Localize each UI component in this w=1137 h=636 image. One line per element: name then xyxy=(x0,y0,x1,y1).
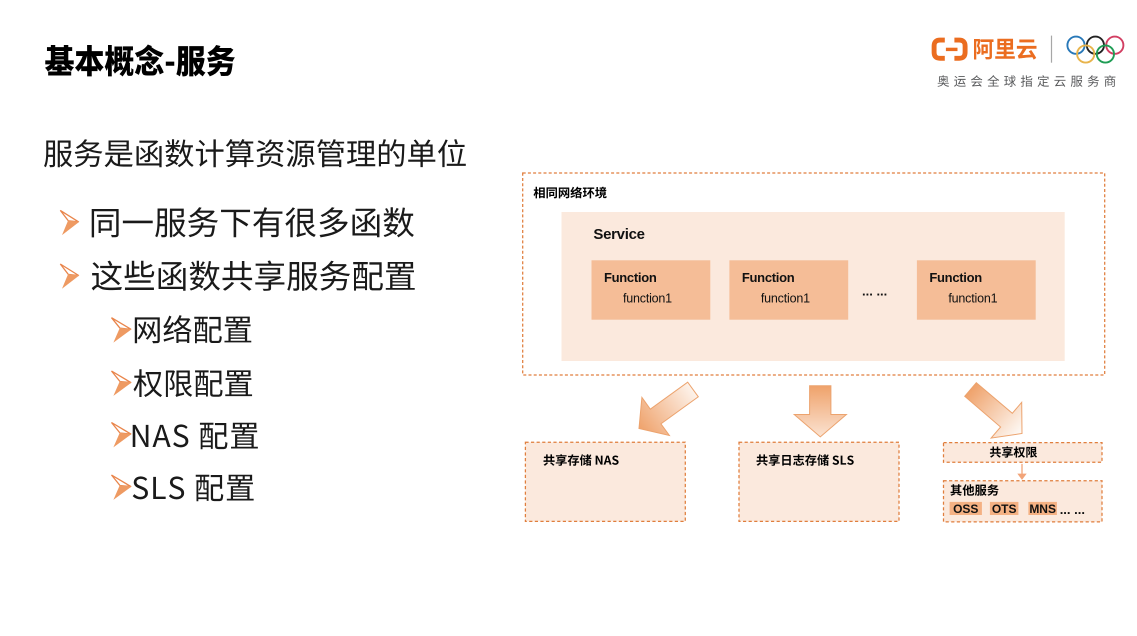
svg-text:Service: Service xyxy=(593,226,644,243)
svg-text:... ...: ... ... xyxy=(862,284,887,299)
svg-text:Function: Function xyxy=(742,270,795,285)
svg-text:... ...: ... ... xyxy=(1060,502,1085,517)
svg-text:MNS: MNS xyxy=(1029,502,1056,516)
svg-text:function1: function1 xyxy=(623,292,672,306)
svg-text:function1: function1 xyxy=(948,292,997,306)
svg-text:OSS: OSS xyxy=(953,502,978,516)
svg-text:Function: Function xyxy=(604,270,657,285)
svg-text:Function: Function xyxy=(929,270,982,285)
svg-text:function1: function1 xyxy=(761,292,810,306)
svg-text:OTS: OTS xyxy=(992,502,1017,516)
